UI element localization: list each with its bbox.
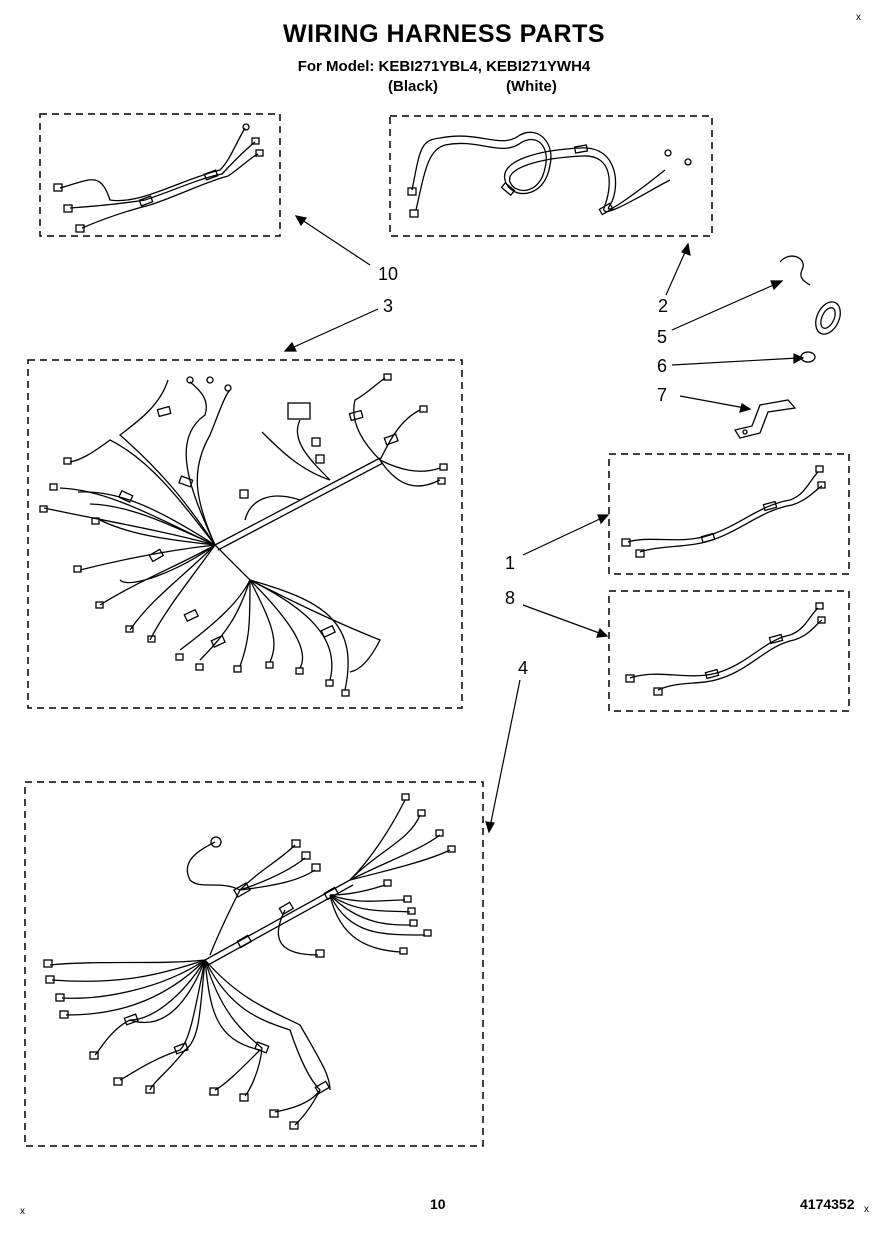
- harness-box-2: [389, 115, 713, 237]
- harness-2-wires: [407, 131, 692, 218]
- harness-8-wires: [625, 602, 826, 696]
- harness-box-8: [608, 590, 850, 712]
- page-number: 10: [430, 1196, 446, 1212]
- harness-4-wires: [43, 793, 456, 1130]
- callout-5: 5: [657, 327, 668, 347]
- harness-1-wires: [621, 465, 826, 558]
- harness-box-4: [24, 781, 484, 1147]
- page-title: WIRING HARNESS PARTS: [282, 20, 606, 48]
- model-subtitle: For Model: KEBI271YBL4, KEBI271YWH4: [297, 58, 591, 75]
- part-6-grommet-outer: [815, 301, 841, 335]
- callout-1: 1: [505, 553, 516, 573]
- harness-box-1: [608, 453, 850, 575]
- variant-white-label: (White): [506, 78, 557, 95]
- callout-2: 2: [658, 296, 669, 316]
- harness-box-3: [27, 359, 463, 709]
- harness-3-wires: [39, 373, 448, 697]
- leader-lines: [283, 215, 805, 834]
- part-6-grommet-inner: [820, 307, 836, 329]
- part-7-bracket: [733, 399, 797, 439]
- corner-mark: x: [20, 1206, 25, 1217]
- variant-black-label: (Black): [388, 78, 439, 95]
- callout-3: 3: [383, 296, 394, 316]
- part-5-clip: [779, 255, 811, 286]
- callout-6: 6: [657, 356, 668, 376]
- callout-7: 7: [657, 385, 668, 405]
- part-6-washer: [800, 351, 816, 363]
- corner-mark: x: [856, 12, 861, 23]
- callout-8: 8: [505, 588, 516, 608]
- corner-mark: x: [864, 1204, 869, 1215]
- harness-box-10: [39, 113, 281, 237]
- harness-10-wires: [53, 123, 264, 233]
- callout-4: 4: [518, 658, 529, 678]
- document-number: 4174352: [800, 1196, 855, 1212]
- callout-10: 10: [378, 264, 399, 284]
